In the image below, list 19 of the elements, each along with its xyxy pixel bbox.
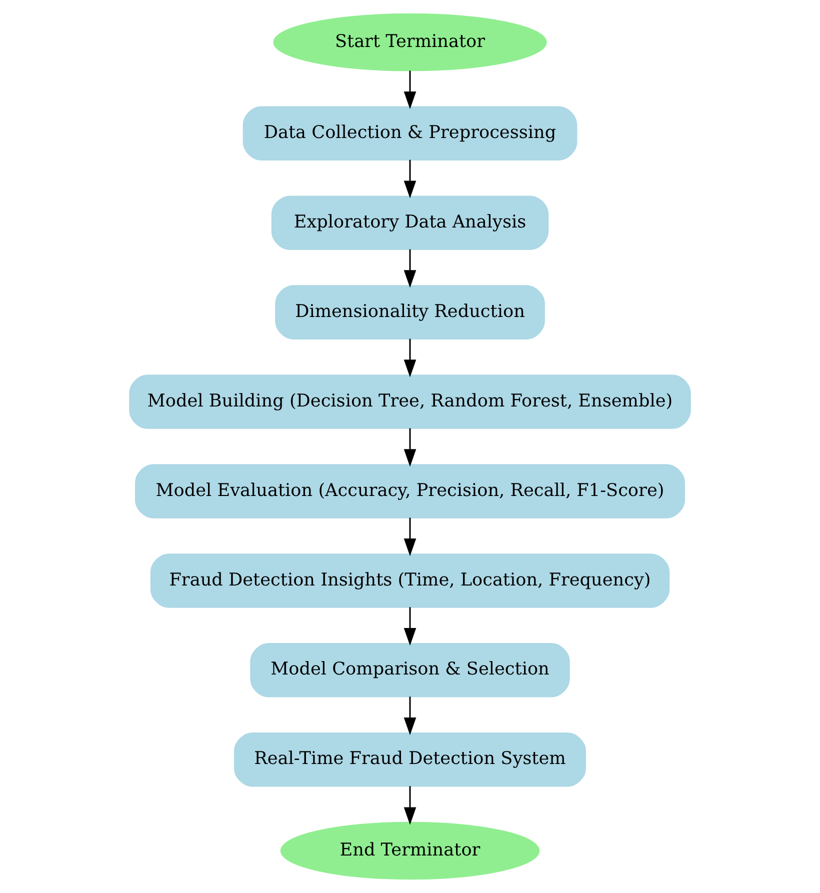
arrow: [404, 607, 416, 646]
node-ellipse: End Terminator: [280, 822, 540, 880]
arrow: [404, 249, 416, 288]
node-box: Fraud Detection Insights (Time, Location, Frequency): [150, 554, 670, 608]
node-box: Model Evaluation (Accuracy, Precision, Recall, F1-Score): [135, 464, 685, 518]
arrow: [404, 338, 416, 378]
node-box: Dimensionality Reduction: [275, 285, 545, 340]
node-box: Model Comparison & Selection: [250, 643, 570, 698]
node-ellipse: Start Terminator: [273, 13, 547, 72]
node-box: Model Building (Decision Tree, Random Forest, Ensemble): [129, 374, 691, 429]
node-box: Exploratory Data Analysis: [271, 196, 549, 250]
arrow: [404, 428, 416, 467]
arrow: [404, 70, 416, 110]
arrow: [404, 160, 416, 198]
node-box: Data Collection & Preprocessing: [242, 106, 578, 160]
arrow: [404, 518, 416, 556]
arrow: [404, 786, 416, 825]
node-box: Real-Time Fraud Detection System: [234, 732, 586, 787]
arrow: [404, 696, 416, 736]
